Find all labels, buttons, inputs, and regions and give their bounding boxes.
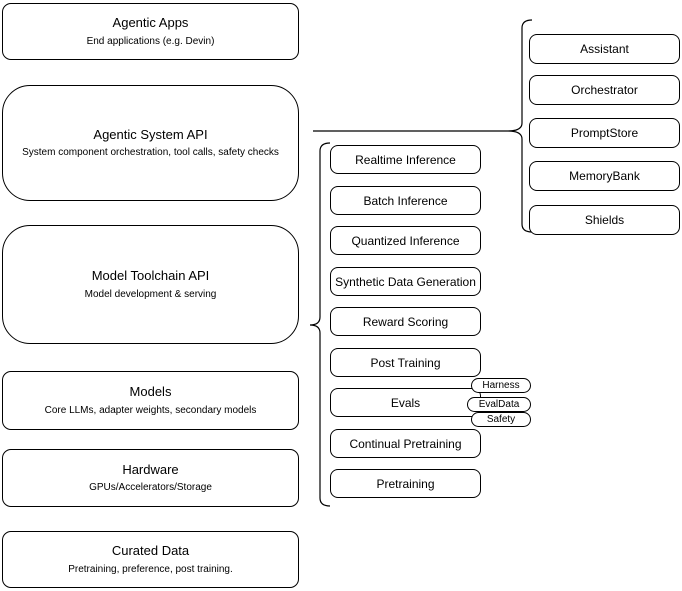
node-evals: Evals <box>330 388 481 417</box>
node-quantized-inference: Quantized Inference <box>330 226 481 255</box>
node-subtitle: Model development & serving <box>84 288 217 300</box>
node-hardware: Hardware GPUs/Accelerators/Storage <box>2 449 299 507</box>
node-post-training: Post Training <box>330 348 481 377</box>
node-title: Models <box>129 384 172 400</box>
node-models: Models Core LLMs, adapter weights, secon… <box>2 371 299 430</box>
node-orchestrator: Orchestrator <box>529 75 680 105</box>
node-subtitle: Pretraining, preference, post training. <box>68 563 233 575</box>
node-subtitle: System component orchestration, tool cal… <box>22 147 279 159</box>
node-subtitle: GPUs/Accelerators/Storage <box>89 482 212 494</box>
node-title: Agentic Apps <box>112 15 189 31</box>
node-batch-inference: Batch Inference <box>330 186 481 215</box>
tag-evaldata: EvalData <box>467 397 531 412</box>
node-curated-data: Curated Data Pretraining, preference, po… <box>2 531 299 588</box>
tag-harness: Harness <box>471 378 531 393</box>
node-agentic-apps: Agentic Apps End applications (e.g. Devi… <box>2 3 299 60</box>
node-pretraining: Pretraining <box>330 469 481 498</box>
node-promptstore: PromptStore <box>529 118 680 148</box>
node-memorybank: MemoryBank <box>529 161 680 191</box>
node-continual-pretraining: Continual Pretraining <box>330 429 481 458</box>
node-title: Model Toolchain API <box>91 268 210 284</box>
node-shields: Shields <box>529 205 680 235</box>
node-title: Hardware <box>122 461 179 477</box>
node-synthetic-data-generation: Synthetic Data Generation <box>330 267 481 296</box>
node-realtime-inference: Realtime Inference <box>330 145 481 174</box>
toolchain-brace <box>309 142 331 507</box>
node-title: Agentic System API <box>93 126 208 142</box>
node-subtitle: Core LLMs, adapter weights, secondary mo… <box>44 404 257 416</box>
node-subtitle: End applications (e.g. Devin) <box>86 35 215 47</box>
node-agentic-system-api: Agentic System API System component orch… <box>2 85 299 201</box>
node-model-toolchain-api: Model Toolchain API Model development & … <box>2 225 299 344</box>
node-reward-scoring: Reward Scoring <box>330 307 481 336</box>
node-assistant: Assistant <box>529 34 680 64</box>
node-title: Curated Data <box>111 543 190 559</box>
tag-safety: Safety <box>471 412 531 427</box>
